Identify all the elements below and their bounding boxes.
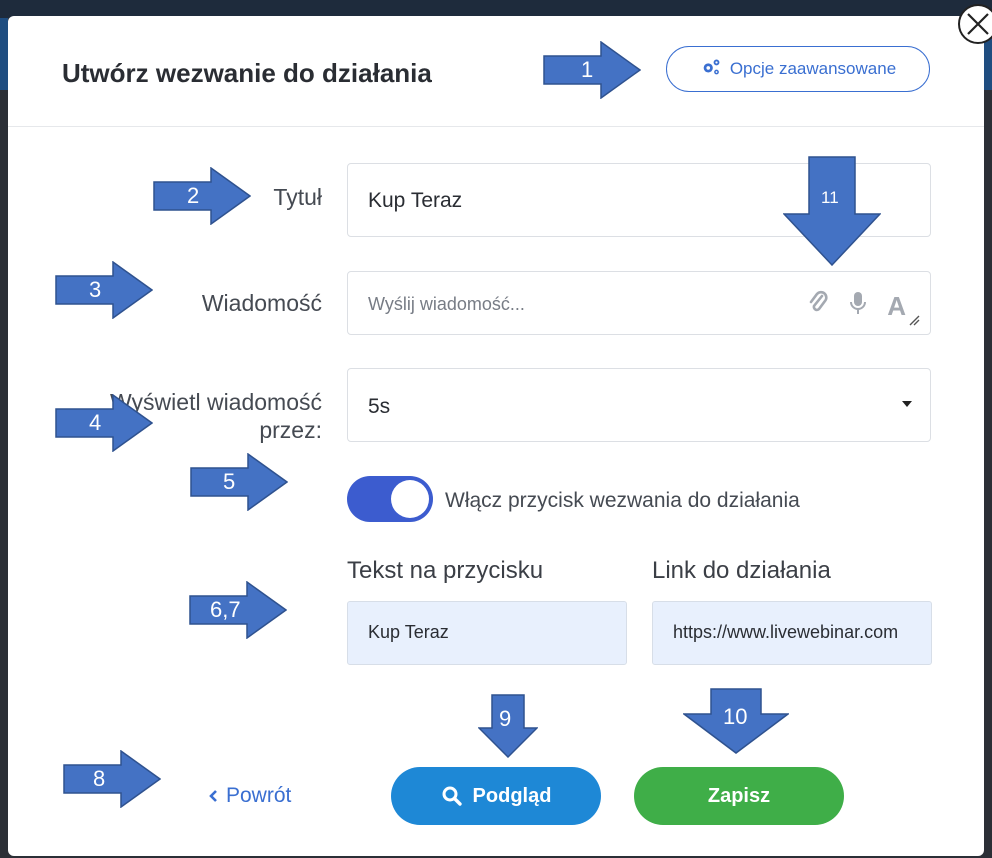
backdrop-edge xyxy=(984,18,992,90)
microphone-icon[interactable] xyxy=(849,290,867,322)
close-button[interactable] xyxy=(953,0,992,44)
close-icon xyxy=(958,4,992,44)
back-label: Powrót xyxy=(226,784,292,807)
annotation-label-10: 10 xyxy=(723,704,748,729)
annotation-arrow-2: 2 xyxy=(153,167,251,225)
annotation-arrow-8: 8 xyxy=(63,750,161,808)
display-duration-label-line1: Wyświetl wiadomość xyxy=(110,389,322,415)
save-label: Zapisz xyxy=(707,784,771,807)
display-duration-label-line2: przez: xyxy=(259,417,322,443)
annotation-label-9: 9 xyxy=(499,706,512,731)
annotation-arrow-1: 1 xyxy=(543,41,641,99)
display-duration-label: Wyświetl wiadomość przez: xyxy=(110,388,322,444)
annotation-arrow-10: 10 xyxy=(683,688,789,754)
resize-handle-icon[interactable] xyxy=(908,314,920,326)
annotation-label-4: 4 xyxy=(89,410,102,435)
message-placeholder: Wyślij wiadomość... xyxy=(368,294,525,314)
font-icon[interactable]: A xyxy=(887,291,906,321)
cta-toggle-label: Włącz przycisk wezwania do działania xyxy=(445,489,800,512)
search-icon xyxy=(442,786,462,806)
action-link-input[interactable]: https://www.livewebinar.com xyxy=(652,601,932,665)
title-value: Kup Teraz xyxy=(368,189,463,212)
preview-button[interactable]: Podgląd xyxy=(391,767,601,825)
button-text-label: Tekst na przycisku xyxy=(347,557,544,584)
action-link-value: https://www.livewebinar.com xyxy=(673,622,899,642)
backdrop xyxy=(0,0,992,18)
display-duration-select[interactable]: 5s xyxy=(347,368,931,442)
dialog-header: Utwórz wezwanie do działania Opcje zaawa… xyxy=(8,16,984,127)
annotation-label-11: 11 xyxy=(821,188,839,207)
annotation-label-6-7: 6,7 xyxy=(210,597,241,622)
cta-dialog: Utwórz wezwanie do działania Opcje zaawa… xyxy=(8,16,984,856)
annotation-arrow-11: 11 xyxy=(783,156,881,266)
annotation-arrow-3: 3 xyxy=(55,261,153,319)
title-label: Tytuł xyxy=(273,184,322,210)
back-link[interactable]: Powrót xyxy=(208,784,291,808)
message-label: Wiadomość xyxy=(201,290,322,316)
action-link-label: Link do działania xyxy=(652,557,831,584)
annotation-arrow-6-7: 6,7 xyxy=(189,581,287,639)
paperclip-icon[interactable] xyxy=(807,290,829,322)
toggle-knob xyxy=(391,480,429,518)
save-button[interactable]: Zapisz xyxy=(634,767,844,825)
cta-toggle[interactable] xyxy=(347,476,433,522)
message-input[interactable]: Wyślij wiadomość... A xyxy=(347,271,931,335)
annotation-arrow-9: 9 xyxy=(478,694,538,758)
button-text-input[interactable]: Kup Teraz xyxy=(347,601,627,665)
backdrop-edge xyxy=(0,18,8,90)
annotation-label-2: 2 xyxy=(187,183,200,208)
annotation-label-3: 3 xyxy=(89,277,102,302)
annotation-label-5: 5 xyxy=(223,469,236,494)
dialog-title: Utwórz wezwanie do działania xyxy=(62,58,432,88)
advanced-options-label: Opcje zaawansowane xyxy=(729,59,897,78)
annotation-arrow-5: 5 xyxy=(190,453,288,511)
gears-icon xyxy=(700,56,722,83)
annotation-label-1: 1 xyxy=(581,57,594,82)
display-duration-value: 5s xyxy=(368,395,391,418)
annotation-label-8: 8 xyxy=(93,766,106,791)
annotation-arrow-4: 4 xyxy=(55,394,153,452)
preview-label: Podgląd xyxy=(472,784,552,807)
button-text-value: Kup Teraz xyxy=(368,622,449,642)
chevron-left-icon xyxy=(209,790,217,802)
advanced-options-button[interactable]: Opcje zaawansowane xyxy=(666,46,930,92)
chevron-down-icon xyxy=(902,401,912,407)
